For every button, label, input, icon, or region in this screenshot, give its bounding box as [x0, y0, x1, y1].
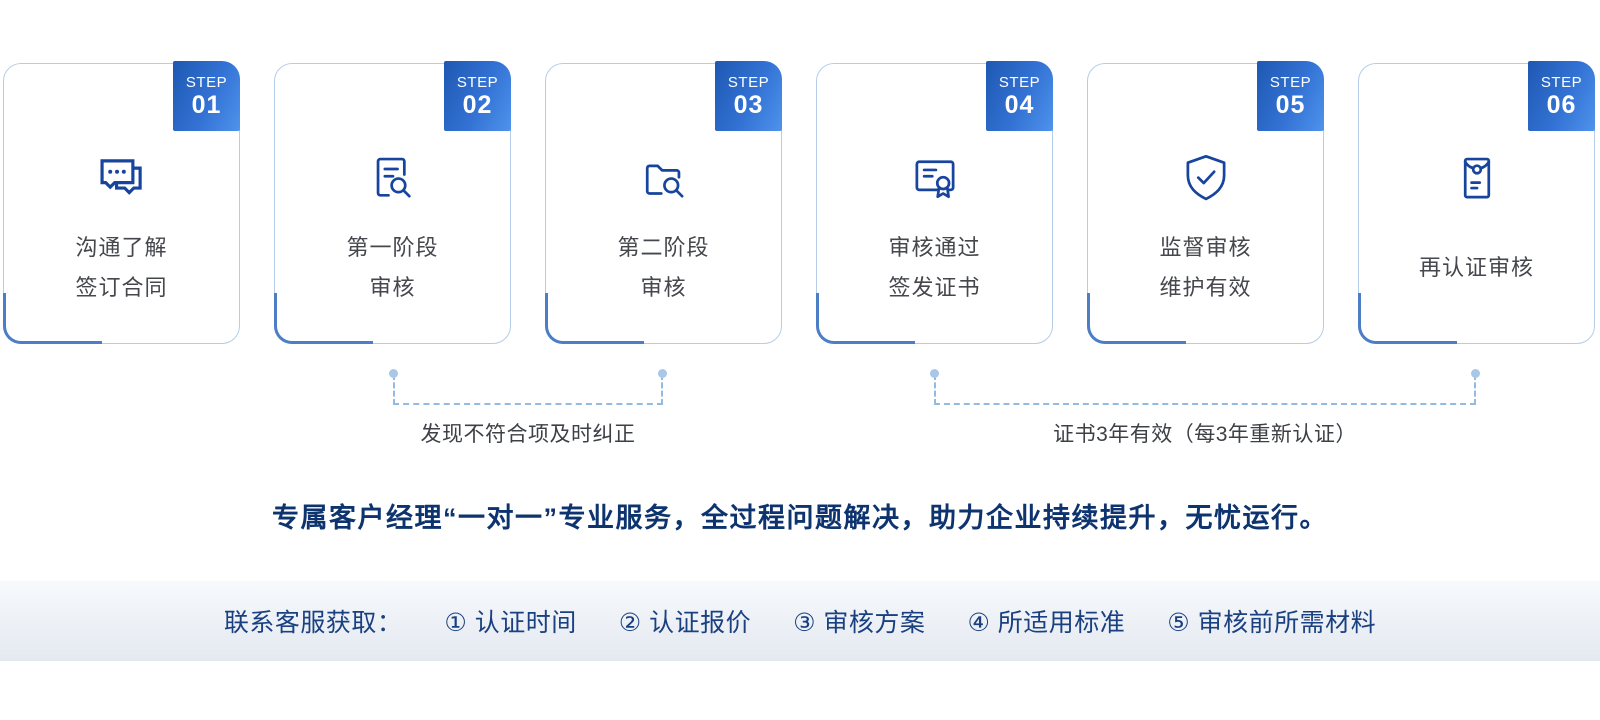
step-badge: STEP 02 — [444, 61, 511, 131]
step-label: 审核通过签发证书 — [817, 226, 1052, 310]
step-card: STEP 01 沟通了解签订合同 — [3, 61, 240, 344]
step-label: 监督审核维护有效 — [1088, 226, 1323, 310]
certificate-icon — [817, 150, 1052, 208]
footer-items: ① 认证时间 ② 认证报价 ③ 审核方案 ④ 所适用标准 ⑤ 审核前所需材料 — [444, 603, 1376, 639]
step-label: 第二阶段审核 — [546, 226, 781, 310]
connector-dot — [930, 369, 939, 378]
connector-dot — [1471, 369, 1480, 378]
step-badge: STEP 05 — [1257, 61, 1324, 131]
footer-item: ④ 所适用标准 — [967, 609, 1126, 637]
steps-row: STEP 01 沟通了解签订合同 STEP 02 第一阶段审核 STEP 03 … — [3, 61, 1595, 344]
step-badge: STEP 04 — [986, 61, 1053, 131]
step-label-line: 签发证书 — [888, 275, 981, 300]
envelope-icon — [1359, 150, 1594, 208]
step-label-line: 审核 — [640, 275, 687, 300]
step-label-line: 再认证审核 — [1418, 255, 1534, 280]
step-label-line: 审核通过 — [888, 235, 981, 260]
service-headline: 专属客户经理“一对一”专业服务，全过程问题解决，助力企业持续提升，无忧运行。 — [272, 503, 1328, 533]
step-badge: STEP 06 — [1528, 61, 1595, 131]
step-label-line: 维护有效 — [1159, 275, 1252, 300]
step-card: STEP 06 再认证审核 — [1358, 61, 1595, 344]
contact-footer-bar: 联系客服获取： ① 认证时间 ② 认证报价 ③ 审核方案 ④ 所适用标准 ⑤ 审核前所需… — [0, 581, 1600, 661]
folder-search-icon — [546, 150, 781, 208]
shield-check-icon — [1088, 150, 1323, 208]
step-badge-prefix: STEP — [185, 73, 228, 91]
document-search-icon — [275, 150, 510, 208]
step-badge-number: 05 — [1275, 90, 1306, 119]
footer-item: ③ 审核方案 — [793, 609, 926, 637]
step-label-line: 签订合同 — [75, 275, 168, 300]
footer-label: 联系客服获取： — [223, 609, 403, 637]
connector-label: 证书3年有效（每3年重新认证） — [1053, 423, 1357, 446]
step-card: STEP 04 审核通过签发证书 — [816, 61, 1053, 344]
connector-label: 发现不符合项及时纠正 — [420, 423, 636, 446]
connector-steps-4-6: 证书3年有效（每3年重新认证） — [930, 369, 1480, 446]
step-badge-prefix: STEP — [456, 73, 499, 91]
footer-item: ⑤ 审核前所需材料 — [1167, 609, 1377, 637]
connector-dot — [658, 369, 667, 378]
connector-steps-2-3: 发现不符合项及时纠正 — [389, 369, 667, 446]
chat-bubbles-icon — [4, 150, 239, 208]
step-badge-prefix: STEP — [1269, 73, 1312, 91]
footer-item: ② 认证报价 — [618, 609, 752, 637]
step-label-line: 第一阶段 — [346, 235, 439, 260]
step-label-line: 监督审核 — [1159, 235, 1252, 260]
step-card: STEP 02 第一阶段审核 — [274, 61, 511, 344]
step-label: 沟通了解签订合同 — [4, 226, 239, 310]
step-card: STEP 03 第二阶段审核 — [545, 61, 782, 344]
connector-dot — [389, 369, 398, 378]
step-badge-prefix: STEP — [998, 73, 1041, 91]
footer-item: ① 认证时间 — [444, 609, 577, 637]
step-badge-number: 06 — [1546, 90, 1577, 119]
step-label: 第一阶段审核 — [275, 226, 510, 310]
step-badge: STEP 01 — [173, 61, 240, 131]
step-badge-prefix: STEP — [1540, 73, 1583, 91]
step-label-line: 审核 — [369, 275, 416, 300]
step-badge: STEP 03 — [715, 61, 782, 131]
step-card: STEP 05 监督审核维护有效 — [1087, 61, 1324, 344]
step-badge-number: 02 — [462, 90, 493, 119]
step-badge-number: 01 — [191, 90, 222, 119]
step-label-line: 沟通了解 — [75, 235, 168, 260]
step-label-line: 第二阶段 — [617, 235, 710, 260]
step-label: 再认证审核 — [1359, 226, 1594, 310]
step-badge-number: 03 — [733, 90, 764, 119]
step-badge-prefix: STEP — [727, 73, 770, 91]
step-badge-number: 04 — [1004, 90, 1035, 119]
